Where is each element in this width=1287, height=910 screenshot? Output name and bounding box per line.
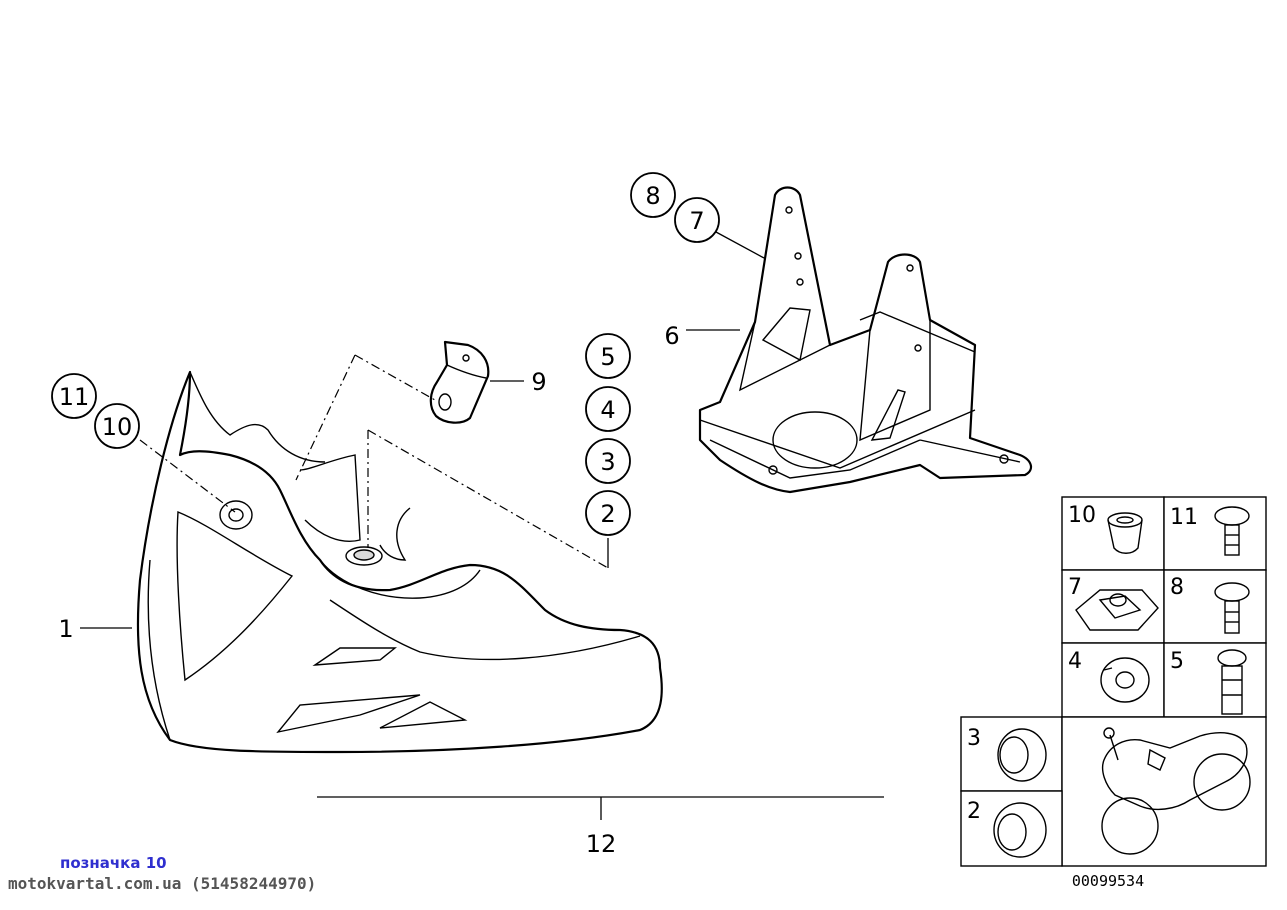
legend-label-11: 11 — [1170, 505, 1198, 530]
legend-label-4: 4 — [1068, 649, 1082, 674]
holder-bracket-part — [698, 186, 1033, 494]
callout-11: 11 — [59, 383, 90, 411]
legend-label-7: 7 — [1068, 575, 1082, 600]
screw-icon — [1214, 506, 1250, 556]
callout-2: 2 — [600, 500, 615, 528]
callout-8: 8 — [645, 182, 660, 210]
watermark-label: позначка 10 — [60, 854, 167, 872]
callout-9: 9 — [531, 368, 546, 396]
leader-lines — [80, 231, 884, 820]
diagram-code: 00099534 — [1072, 872, 1144, 890]
small-bracket-part — [429, 340, 490, 424]
callout-7: 7 — [689, 207, 704, 235]
callout-4: 4 — [600, 396, 615, 424]
small-parts-legend: 10 11 7 8 4 5 3 2 — [960, 496, 1267, 867]
callout-5: 5 — [600, 343, 615, 371]
clip-nut-icon — [1075, 589, 1159, 631]
nut-insert-icon — [1107, 512, 1143, 554]
callout-numbers: 8 7 5 4 3 2 11 10 1 9 6 12 — [58, 182, 704, 858]
legend-label-5: 5 — [1170, 649, 1184, 674]
motorcycle-silhouette-icon — [1101, 727, 1251, 855]
legend-label-10: 10 — [1068, 503, 1096, 528]
callout-circles — [51, 172, 720, 536]
callout-12: 12 — [586, 830, 617, 858]
grommet-icon — [993, 802, 1047, 858]
grommet-icon — [997, 728, 1047, 782]
callout-3: 3 — [600, 448, 615, 476]
legend-label-8: 8 — [1170, 575, 1184, 600]
engine-spoiler-part — [136, 370, 663, 754]
legend-label-3: 3 — [967, 726, 981, 751]
callout-10: 10 — [102, 413, 133, 441]
legend-label-2: 2 — [967, 799, 981, 824]
callout-6: 6 — [664, 322, 679, 350]
bolt-icon — [1217, 649, 1247, 715]
watermark-site: motokvartal.com.ua (51458244970) — [8, 874, 316, 893]
screw-icon — [1214, 582, 1250, 634]
rubber-mount-icon — [1100, 657, 1150, 703]
callout-1: 1 — [58, 615, 73, 643]
